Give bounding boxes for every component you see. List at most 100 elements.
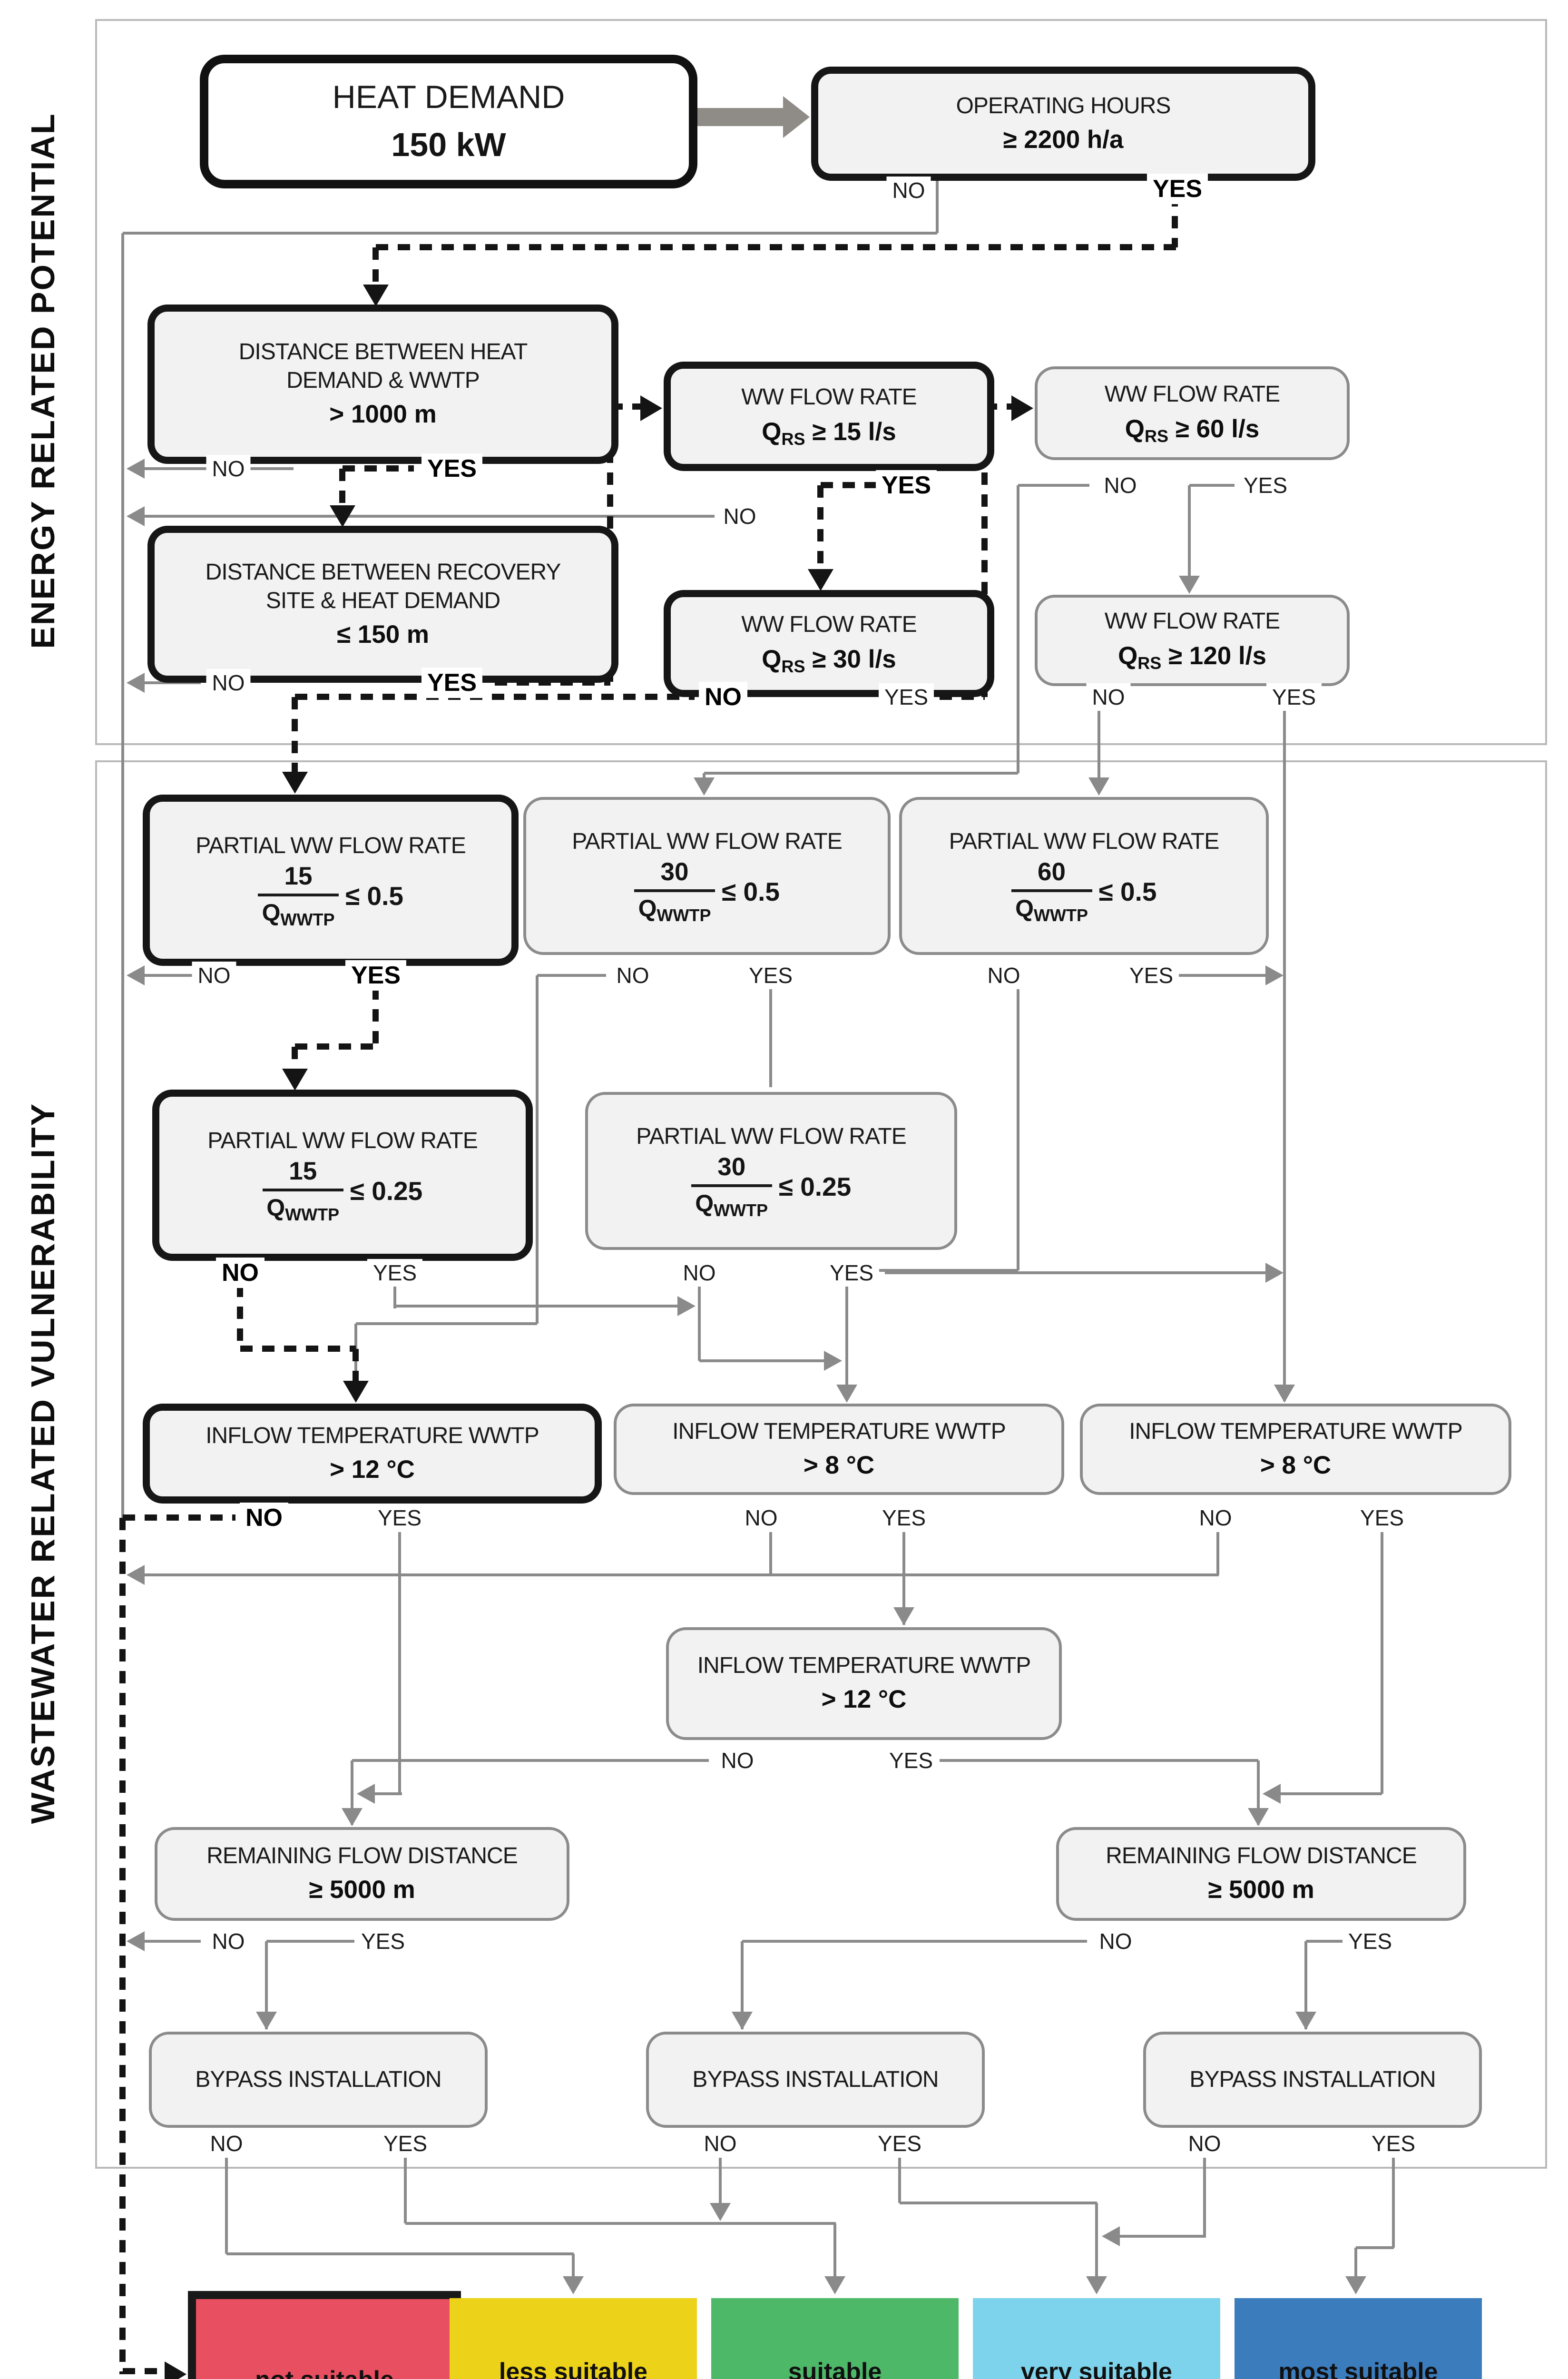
connector-line bbox=[940, 1759, 1258, 1762]
arrowhead bbox=[1265, 1263, 1284, 1283]
node-text: DEMAND & WWTP bbox=[286, 368, 480, 393]
node-formula: 15 QWWTP ≤ 0.25 bbox=[262, 1158, 422, 1223]
node-text: BYPASS INSTALLATION bbox=[195, 2067, 441, 2092]
node-text: HEAT DEMAND bbox=[332, 79, 565, 116]
label-yes: YES bbox=[1147, 174, 1208, 204]
arrowhead bbox=[563, 2276, 584, 2294]
node-formula: 30 QWWTP ≤ 0.25 bbox=[691, 1154, 851, 1219]
path-arrowhead bbox=[640, 395, 662, 421]
arrowhead bbox=[1086, 2276, 1107, 2294]
result-very-suitable: very suitable bbox=[973, 2298, 1220, 2379]
arrowhead bbox=[824, 1351, 842, 1371]
node-flow-rate-15: WW FLOW RATE QRS ≥ 15 l/s bbox=[664, 362, 994, 471]
result-less-suitable: less suitable bbox=[450, 2298, 697, 2379]
label-no: NO bbox=[1093, 1927, 1138, 1955]
node-flow-rate-30: WW FLOW RATE QRS ≥ 30 l/s bbox=[664, 590, 994, 697]
path-dashed-connector bbox=[237, 1285, 243, 1349]
label-no: NO bbox=[739, 1504, 784, 1532]
path-dashed-connector bbox=[292, 697, 298, 778]
result-label: suitable bbox=[788, 2358, 882, 2379]
connector-line bbox=[395, 1305, 691, 1307]
connector-line bbox=[1283, 709, 1286, 1401]
arrowhead bbox=[893, 1607, 914, 1625]
connector-line bbox=[1106, 2235, 1206, 2238]
label-yes: YES bbox=[1365, 2130, 1421, 2157]
label-no: NO bbox=[204, 2130, 249, 2157]
connector-line bbox=[1216, 1532, 1219, 1575]
node-text: INFLOW TEMPERATURE WWTP bbox=[1129, 1418, 1463, 1444]
label-no: NO bbox=[192, 962, 236, 989]
flow-arrow-head bbox=[783, 96, 810, 138]
node-text: ≥ 5000 m bbox=[1208, 1876, 1314, 1904]
arrowhead bbox=[694, 777, 715, 796]
node-partial-60-05: PARTIAL WW FLOW RATE 60 QWWTP ≤ 0.5 bbox=[899, 797, 1269, 955]
node-text: INFLOW TEMPERATURE WWTP bbox=[206, 1423, 539, 1448]
node-inflow-temp-12-left: INFLOW TEMPERATURE WWTP > 12 °C bbox=[143, 1404, 602, 1504]
node-inflow-temp-8-mid: INFLOW TEMPERATURE WWTP > 8 °C bbox=[614, 1404, 1064, 1495]
connector-line bbox=[885, 1271, 1280, 1274]
connector-line bbox=[129, 515, 715, 518]
result-most-suitable: most suitable bbox=[1235, 2298, 1482, 2379]
connector-line bbox=[226, 2252, 574, 2255]
node-bypass-left: BYPASS INSTALLATION bbox=[149, 2032, 488, 2128]
label-no: NO bbox=[206, 669, 251, 697]
node-flow-rate-60: WW FLOW RATE QRS ≥ 60 l/s bbox=[1035, 366, 1350, 460]
node-text: QRS ≥ 60 l/s bbox=[1125, 414, 1260, 446]
node-formula: 30 QWWTP ≤ 0.5 bbox=[634, 859, 780, 924]
path-dashed-connector bbox=[119, 1518, 126, 2374]
node-heat-demand: HEAT DEMAND 150 kW bbox=[200, 55, 697, 188]
path-dashed-connector bbox=[821, 482, 878, 488]
label-no: NO bbox=[1193, 1504, 1238, 1532]
arrowhead bbox=[1263, 1784, 1281, 1804]
connector-line bbox=[123, 232, 937, 235]
node-text: > 12 °C bbox=[330, 1455, 415, 1484]
node-text: OPERATING HOURS bbox=[956, 93, 1171, 118]
arrowhead bbox=[1345, 2276, 1366, 2294]
result-label: very suitable bbox=[1021, 2358, 1172, 2379]
arrowhead bbox=[732, 2012, 753, 2030]
node-bypass-mid: BYPASS INSTALLATION bbox=[646, 2032, 985, 2128]
label-yes: YES bbox=[823, 1259, 880, 1287]
node-text: ≥ 5000 m bbox=[309, 1876, 415, 1904]
label-no: NO bbox=[677, 1259, 722, 1287]
node-text: > 1000 m bbox=[329, 400, 437, 429]
path-arrowhead bbox=[343, 1381, 369, 1403]
connector-line bbox=[936, 171, 939, 233]
node-text: PARTIAL WW FLOW RATE bbox=[196, 833, 466, 859]
node-text: BYPASS INSTALLATION bbox=[692, 2067, 939, 2092]
connector-line bbox=[833, 2223, 836, 2291]
arrowhead bbox=[1274, 1385, 1295, 1403]
connector-line bbox=[129, 681, 201, 684]
node-partial-30-05: PARTIAL WW FLOW RATE 30 QWWTP ≤ 0.5 bbox=[523, 797, 891, 955]
connector-line bbox=[356, 1322, 537, 1325]
node-text: QRS ≥ 120 l/s bbox=[1118, 642, 1266, 673]
node-partial-30-025: PARTIAL WW FLOW RATE 30 QWWTP ≤ 0.25 bbox=[585, 1092, 957, 1250]
section-label-energy: ENERGY RELATED POTENTIAL bbox=[24, 112, 61, 649]
path-arrowhead bbox=[330, 505, 355, 527]
label-yes: YES bbox=[345, 960, 407, 991]
connector-line bbox=[225, 2158, 228, 2254]
connector-line bbox=[741, 1941, 744, 2029]
node-text: WW FLOW RATE bbox=[1104, 381, 1280, 407]
path-dashed-connector bbox=[372, 247, 379, 289]
node-text: REMAINING FLOW DISTANCE bbox=[1106, 1843, 1417, 1869]
node-inflow-temp-8-right: INFLOW TEMPERATURE WWTP > 8 °C bbox=[1080, 1404, 1511, 1495]
node-text: INFLOW TEMPERATURE WWTP bbox=[697, 1653, 1031, 1679]
arrowhead bbox=[677, 1296, 696, 1316]
label-no: NO bbox=[206, 1927, 251, 1955]
arrowhead bbox=[127, 459, 145, 479]
label-no: NO bbox=[981, 962, 1026, 989]
path-dashed-connector bbox=[817, 485, 823, 576]
connector-line bbox=[1017, 987, 1019, 1270]
path-dashed-connector bbox=[1172, 194, 1178, 247]
connector-line bbox=[129, 974, 201, 977]
node-partial-15-025: PARTIAL WW FLOW RATE 15 QWWTP ≤ 0.25 bbox=[152, 1090, 533, 1261]
node-text: QRS ≥ 30 l/s bbox=[762, 645, 896, 676]
node-text: SITE & HEAT DEMAND bbox=[265, 588, 500, 613]
label-yes: YES bbox=[1123, 962, 1179, 989]
node-text: BYPASS INSTALLATION bbox=[1189, 2067, 1436, 2092]
connector-line bbox=[536, 975, 539, 1324]
node-text: REMAINING FLOW DISTANCE bbox=[206, 1843, 518, 1869]
path-dashed-connector bbox=[339, 469, 345, 511]
